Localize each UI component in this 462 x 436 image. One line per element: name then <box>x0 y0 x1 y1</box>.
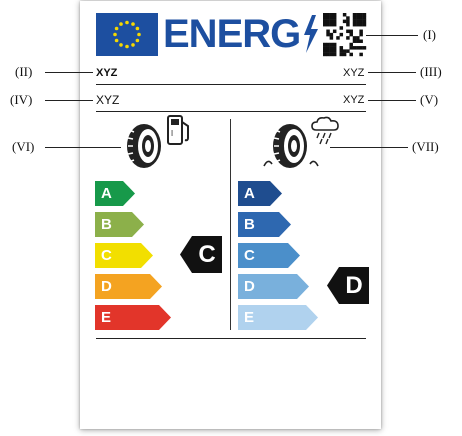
supplier-trademark: XYZ <box>343 67 365 79</box>
divider <box>96 111 366 112</box>
wet-grip-class-a: A <box>238 181 282 211</box>
fuel-class-label: D <box>101 278 112 295</box>
fuel-efficiency-rating: C <box>180 236 222 278</box>
wet-grip-class-label: D <box>244 278 255 295</box>
leader-line <box>45 100 93 101</box>
leader-line <box>45 147 121 148</box>
wet-grip-class-label: E <box>244 309 255 326</box>
column-divider <box>230 119 231 330</box>
fuel-class-c: C <box>95 243 153 273</box>
fuel-class-label: E <box>101 309 112 326</box>
wet-grip-class-label: A <box>244 185 255 202</box>
fuel-class-d: D <box>95 274 162 304</box>
wet-grip-class-c: C <box>238 243 300 273</box>
callout-vi: (VI) <box>12 139 35 154</box>
leader-line <box>45 72 93 73</box>
fuel-class-e: E <box>95 305 171 335</box>
water-splash-icon <box>262 152 322 177</box>
fuel-class-a: A <box>95 181 135 211</box>
energy-title: ENERG <box>163 12 301 56</box>
callout-v: (V) <box>420 92 439 107</box>
fuel-class-b: B <box>95 212 144 242</box>
svg-text:ǀ: ǀ <box>171 129 173 138</box>
fuel-pump-icon: ǀ <box>166 114 192 151</box>
rain-cloud-icon <box>310 116 342 151</box>
callout-vii: (VII) <box>412 139 439 154</box>
leader-line <box>366 35 418 36</box>
divider <box>96 338 366 339</box>
lightning-bolt-icon <box>300 15 320 53</box>
eu-flag-icon <box>96 13 158 56</box>
qr-code-icon <box>323 13 367 57</box>
tyre-icon <box>124 122 164 175</box>
wet-grip-class-e: E <box>238 305 318 335</box>
leader-line <box>330 147 408 148</box>
wet-grip-class-d: D <box>238 274 309 304</box>
wet-grip-rating: D <box>327 267 369 309</box>
tyre-size-designation: XYZ <box>343 94 365 106</box>
fuel-class-label: C <box>101 247 112 264</box>
callout-iii: (III) <box>420 64 442 79</box>
wet-grip-class-b: B <box>238 212 291 242</box>
fuel-class-label: B <box>101 216 112 233</box>
supplier-name: XYZ <box>96 67 118 79</box>
callout-i: (I) <box>423 27 436 42</box>
wet-grip-class-label: B <box>244 216 255 233</box>
callout-iv: (IV) <box>10 92 33 107</box>
leader-line <box>368 72 416 73</box>
tyre-icon <box>270 122 310 175</box>
divider <box>96 84 366 85</box>
tyre-type-id: XYZ <box>96 93 120 107</box>
wet-grip-class-label: C <box>244 247 255 264</box>
leader-line <box>368 100 416 101</box>
fuel-class-label: A <box>101 185 112 202</box>
callout-ii: (II) <box>15 64 33 79</box>
